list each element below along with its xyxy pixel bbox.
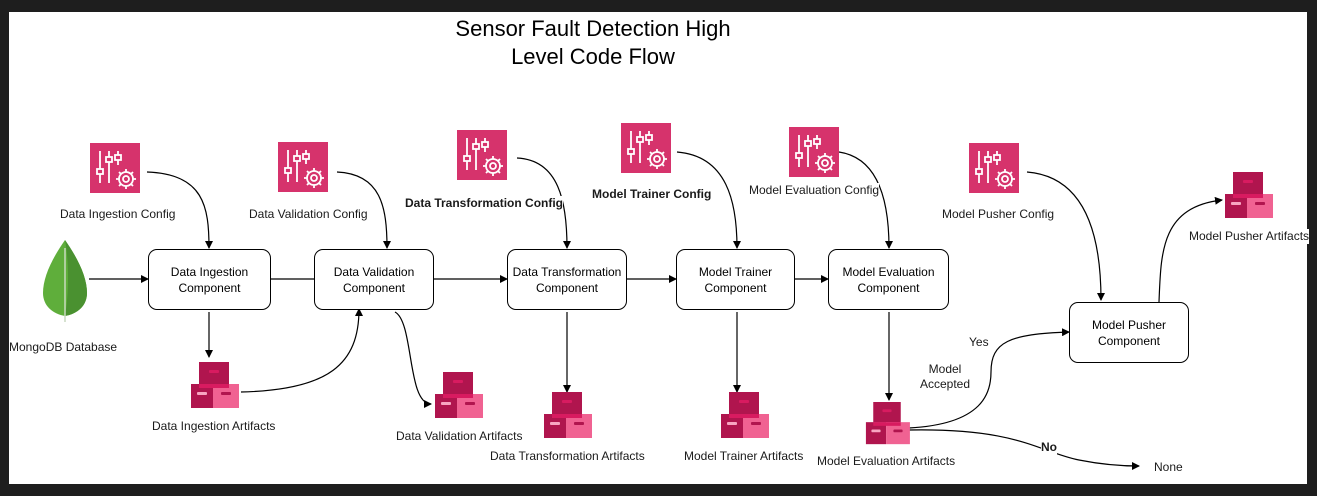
arrow-trainer-config [676,151,741,249]
pusher-artifacts-icon [1225,172,1273,218]
transformation-artifacts-icon [544,392,592,438]
connector-layer [89,151,1223,470]
evaluation-config-label: Model Evaluation Config [749,183,880,198]
arrow-validation-to-artifacts [394,311,432,408]
arrow-transformation-config [516,157,571,249]
validation-artifacts-label: Data Validation Artifacts [396,429,523,444]
validation-config-label: Data Validation Config [249,207,368,222]
pusher-config-icon [969,143,1019,193]
arrow-yes-branch [908,328,1070,429]
mongodb-database-label: MongoDB Database [9,340,118,355]
ingestion-config-icon [90,143,140,193]
mongodb-leaf-icon [43,240,87,322]
evaluation-artifacts-icon [865,402,910,445]
evaluation-artifacts-label: Model Evaluation Artifacts [817,454,956,469]
model-evaluation-component: Model Evaluation Component [828,249,949,310]
yes-label: Yes [969,335,989,350]
data-transformation-component: Data Transformation Component [507,249,627,310]
ingestion-artifacts-label: Data Ingestion Artifacts [152,419,276,434]
model-trainer-component: Model Trainer Component [676,249,795,310]
none-label: None [1154,460,1183,475]
model-pusher-component: Model Pusher Component [1069,302,1189,363]
pusher-config-label: Model Pusher Config [942,207,1055,222]
data-validation-component: Data Validation Component [314,249,434,310]
pusher-artifacts-label: Model Pusher Artifacts [1189,229,1310,244]
trainer-artifacts-icon [721,392,769,438]
diagram-title: Sensor Fault Detection High Level Code F… [455,16,731,69]
data-ingestion-component: Data Ingestion Component [148,249,271,310]
arrow-ingestion-artifacts-to-validation [240,308,363,393]
diagram-canvas: Sensor Fault Detection High Level Code F… [9,12,1310,484]
trainer-config-icon [621,123,671,173]
validation-config-icon [278,142,328,192]
arrow-ingestion-config [146,171,213,249]
ingestion-artifacts-icon [191,362,239,408]
transformation-config-label: Data Transformation Config [405,196,564,211]
evaluation-config-icon [789,127,839,177]
arrow-no-branch [908,429,1140,470]
transformation-config-icon [457,130,507,180]
model-accepted-label: Model Accepted [919,362,971,391]
arrow-pusher-to-artifacts [1158,196,1223,303]
arrow-evaluation-config [838,151,893,249]
trainer-artifacts-label: Model Trainer Artifacts [684,449,804,464]
ingestion-config-label: Data Ingestion Config [60,207,176,222]
arrow-pusher-config [1026,171,1105,301]
validation-artifacts-icon [435,372,483,418]
no-label: No [1041,440,1057,455]
trainer-config-label: Model Trainer Config [592,187,712,202]
transformation-artifacts-label: Data Transformation Artifacts [490,449,645,464]
arrow-validation-config [336,171,391,249]
